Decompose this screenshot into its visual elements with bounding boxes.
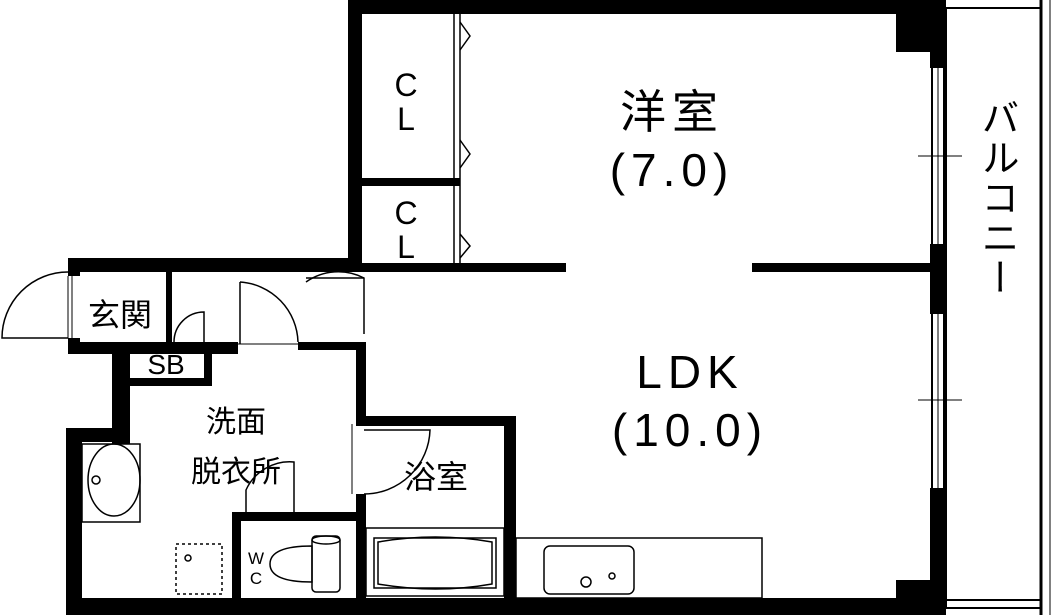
wall-entrance-bottom xyxy=(68,342,238,354)
wall-partition-left xyxy=(362,263,566,272)
wall-toilet-left xyxy=(232,512,241,615)
wall-wash-right-bottom xyxy=(356,494,366,520)
wall-entrance-top xyxy=(68,258,362,272)
bath-door xyxy=(351,424,431,495)
shoe-box-name: SB xyxy=(147,349,184,380)
closet-lower-line2: L xyxy=(397,229,415,265)
wall-right-3 xyxy=(930,488,946,615)
wall-toilet-top xyxy=(232,512,366,521)
walls xyxy=(66,0,946,615)
entrance-name: 玄関 xyxy=(88,297,152,333)
balcony-name: バルコニー xyxy=(975,98,1017,298)
window-upper xyxy=(918,68,962,244)
wall-wash-left-step xyxy=(66,428,126,442)
windows xyxy=(918,68,962,488)
wall-wash-right-top xyxy=(356,342,366,420)
wall-partition-right xyxy=(752,263,932,272)
wall-right-1 xyxy=(930,0,946,68)
wall-entrance-left-top xyxy=(68,258,80,276)
wall-right-2 xyxy=(930,244,946,314)
toilet-door xyxy=(245,461,295,514)
window-lower xyxy=(918,314,962,488)
washroom-line2: 脱衣所 xyxy=(191,456,281,489)
wall-corner-top-right xyxy=(896,0,930,52)
wall-closet-divider xyxy=(348,178,460,186)
washroom-line1: 洗面 xyxy=(206,406,266,439)
wall-bottom xyxy=(66,598,930,615)
bathtub xyxy=(365,527,505,597)
room-labels: 洋室 (7.0) LDK (10.0) C L C L 玄関 SB 洗面 脱衣所… xyxy=(88,67,1017,588)
ldk-room-area: (10.0) xyxy=(612,404,768,456)
kitchen-counter xyxy=(515,537,763,599)
ldk-door xyxy=(305,271,365,334)
washbasin xyxy=(81,443,141,523)
toilet-line1: W xyxy=(248,549,264,568)
wall-bath-top xyxy=(356,416,514,426)
wall-sb-box-right xyxy=(204,342,212,386)
closet-lower-line1: C xyxy=(394,195,417,231)
washroom-door xyxy=(234,281,304,345)
closet-upper-line1: C xyxy=(394,67,417,103)
closet-upper-line2: L xyxy=(397,101,415,137)
wall-left-closets xyxy=(348,0,362,270)
entry-door xyxy=(173,311,205,343)
toilet xyxy=(269,535,341,593)
wall-bath-right xyxy=(504,416,516,615)
wall-wash-left xyxy=(66,428,82,615)
washing-machine-pan xyxy=(175,543,223,595)
closet-doors xyxy=(453,14,471,263)
wall-top xyxy=(348,0,930,14)
wall-wash-top xyxy=(298,342,362,350)
ldk-room-name: LDK xyxy=(636,346,743,398)
western-room-name: 洋室 xyxy=(620,86,724,138)
doors xyxy=(1,271,431,514)
toilet-line2: C xyxy=(250,569,262,588)
balcony xyxy=(945,0,1051,615)
wall-toilet-right xyxy=(356,512,366,615)
wall-sb-box-bottom xyxy=(128,378,212,386)
wall-sb-bottom-left xyxy=(112,342,130,428)
entrance-door xyxy=(1,271,73,339)
western-room-area: (7.0) xyxy=(610,144,735,196)
wall-entry-divider xyxy=(166,272,172,342)
bathroom-name: 浴室 xyxy=(404,459,468,495)
fixtures xyxy=(81,443,763,599)
